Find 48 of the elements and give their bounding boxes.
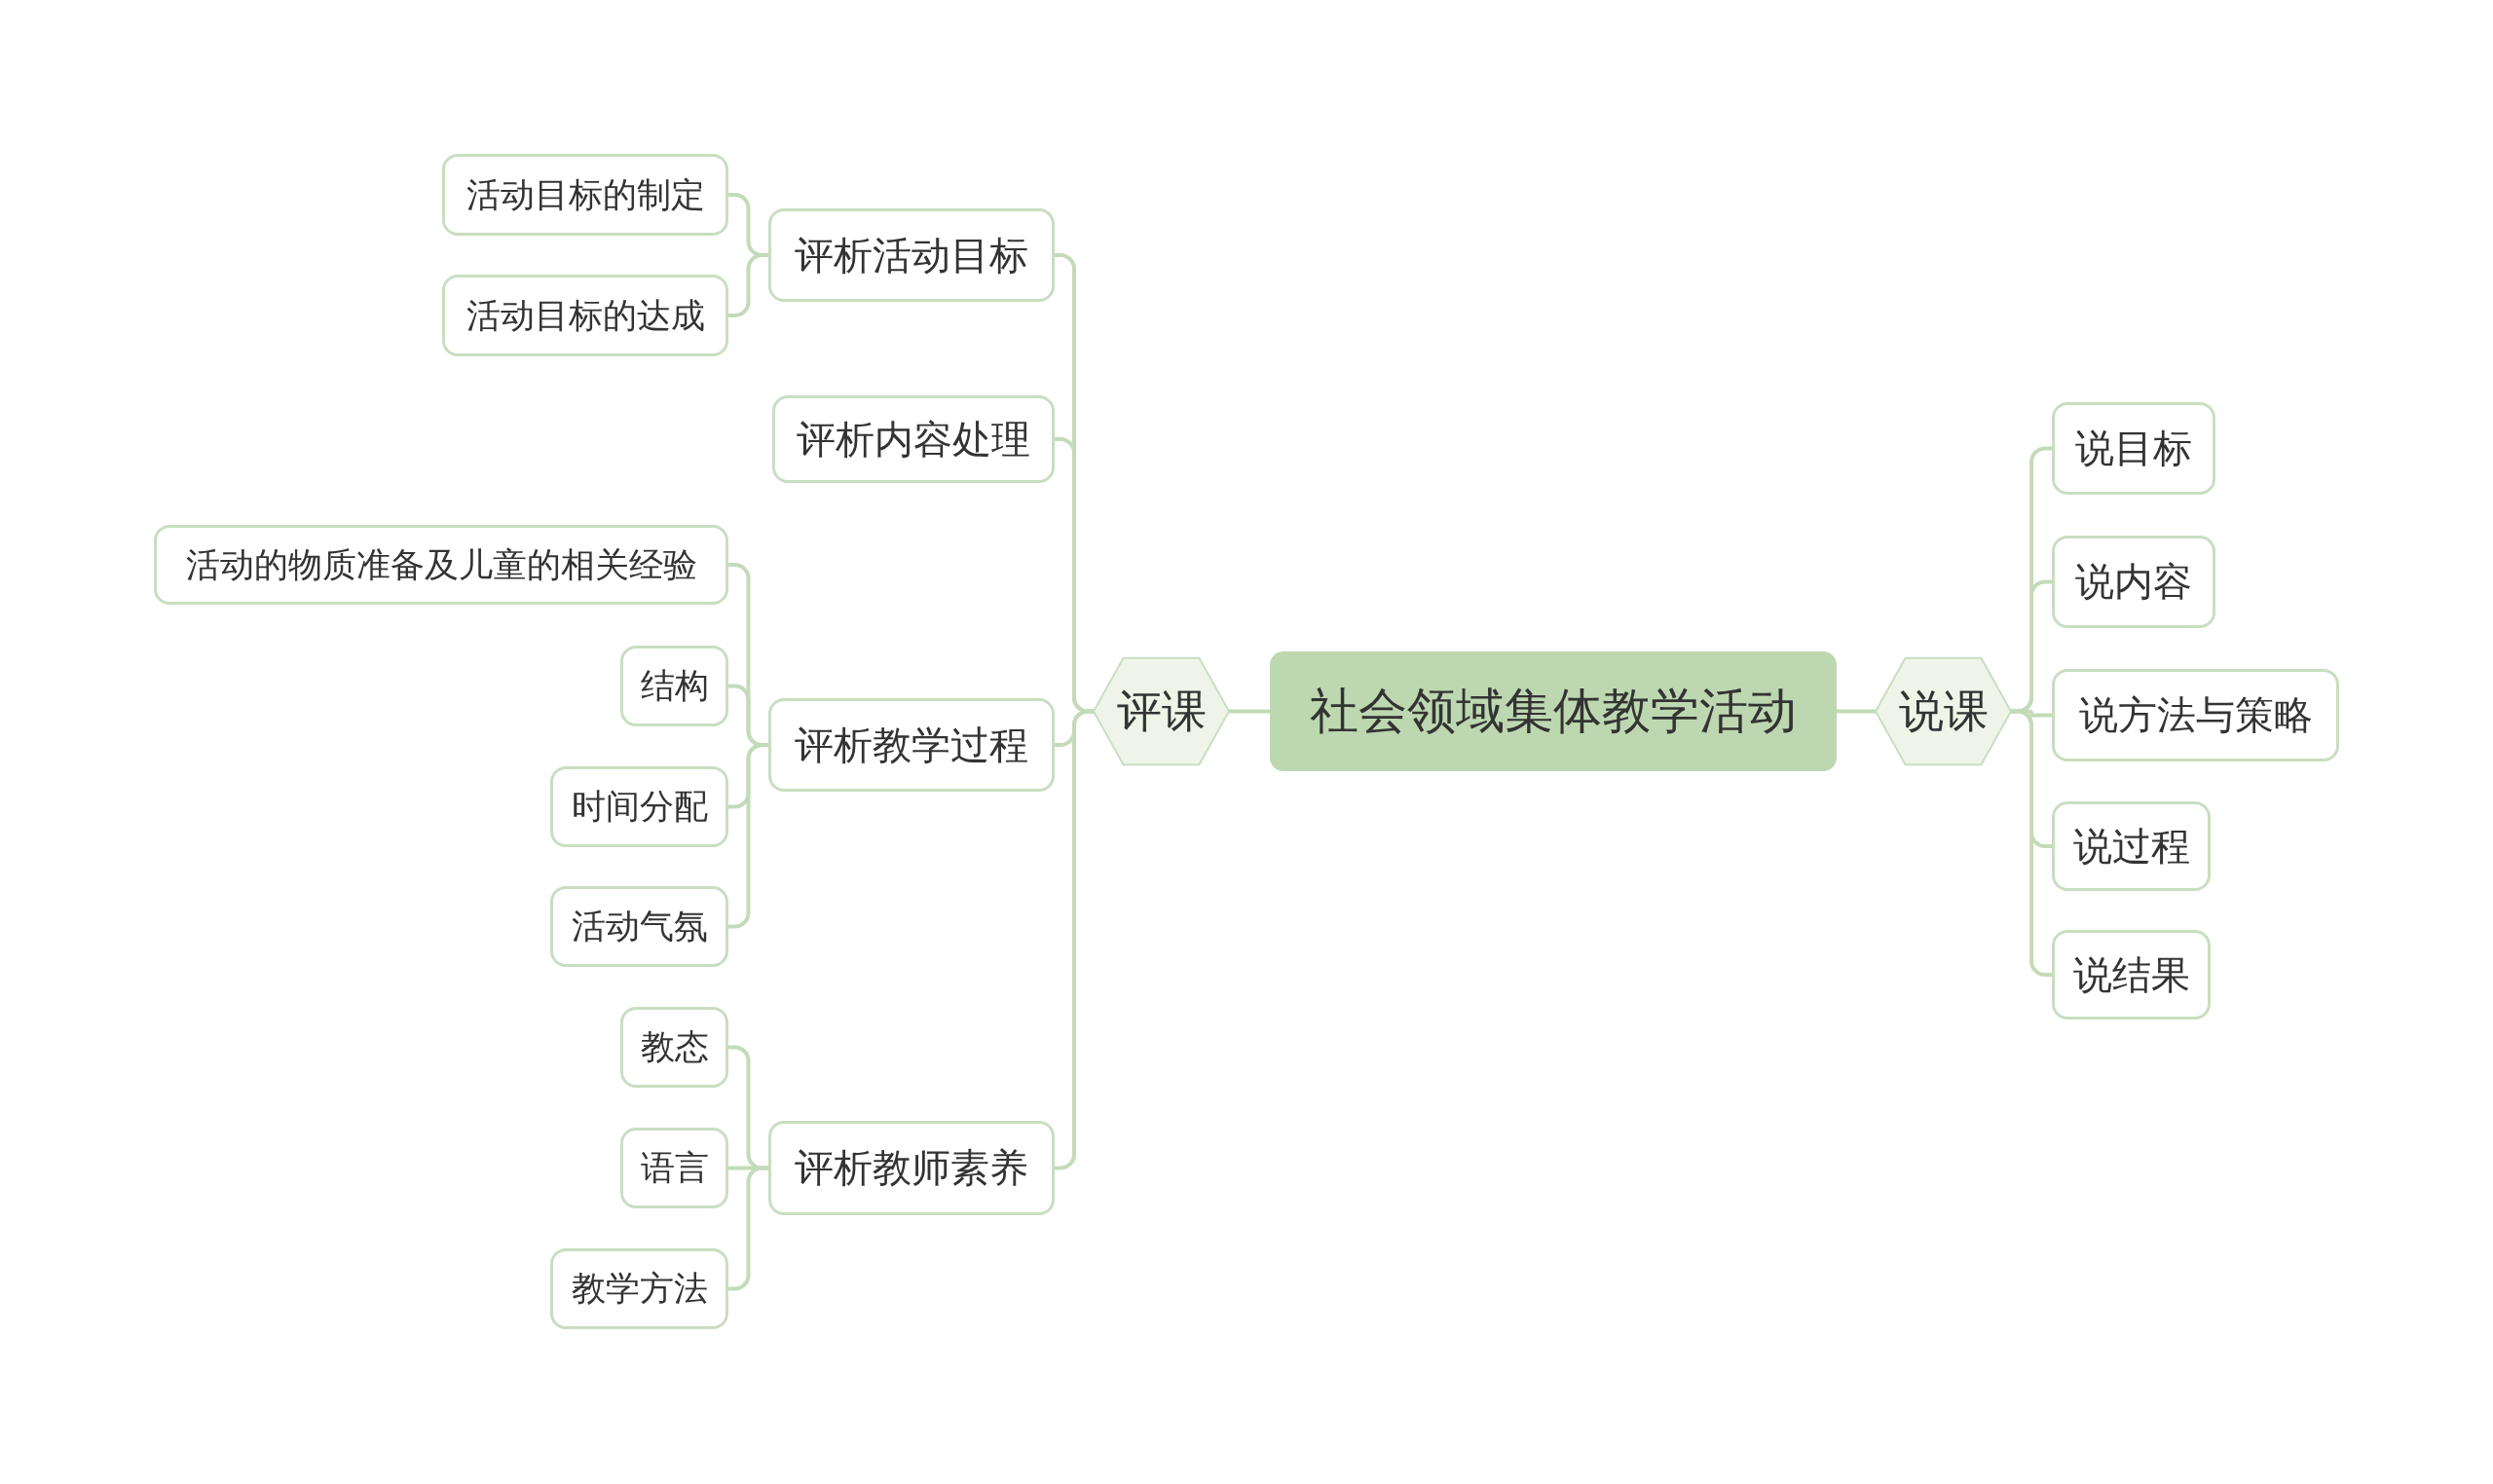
subtopic-box xyxy=(768,208,1055,302)
central-topic-box xyxy=(1270,651,1837,771)
topic-text: 语言 xyxy=(640,1147,709,1189)
topic-text: 评析内容处理 xyxy=(797,415,1030,464)
topic-text: 活动目标的制定 xyxy=(465,173,705,216)
subtopic-box xyxy=(768,698,1055,792)
topic-text: 活动气氛 xyxy=(571,906,708,947)
connector-line xyxy=(1837,709,1876,714)
topic-text: 说内容 xyxy=(2075,558,2192,606)
topic-text: 评析教师素养 xyxy=(795,1144,1028,1192)
topic-text: 活动的物质准备及儿童的相关经验 xyxy=(185,543,697,586)
subtopic-box xyxy=(772,395,1055,483)
topic-text: 教学方法 xyxy=(571,1268,708,1310)
topic-text: 教态 xyxy=(640,1026,709,1068)
topic-text: 活动目标的达成 xyxy=(465,294,705,337)
topic-text: 说过程 xyxy=(2072,822,2190,871)
subtopic-box xyxy=(2052,930,2211,1020)
subtopic-box xyxy=(154,525,728,605)
subtopic-box xyxy=(2052,536,2215,628)
topic-text: 说目标 xyxy=(2075,425,2192,472)
connector-line xyxy=(1055,709,1094,1170)
connector-line xyxy=(728,743,768,929)
subtopic-box xyxy=(2052,402,2215,495)
topic-text: 结构 xyxy=(640,665,709,707)
subtopic-box xyxy=(550,886,728,967)
topic-text: 说方法与策略 xyxy=(2078,691,2313,739)
subtopic-box xyxy=(620,1007,728,1088)
subtopic-box xyxy=(768,1121,1055,1215)
connector-line xyxy=(2011,709,2052,977)
topic-text: 评析活动目标 xyxy=(795,231,1028,279)
subtopic-box xyxy=(2052,801,2211,891)
topic-text: 评课 xyxy=(1116,683,1207,739)
subtopic-box xyxy=(620,646,728,726)
branch-hexagon xyxy=(1094,656,1229,766)
connector-line xyxy=(1229,709,1270,714)
topic-text: 时间分配 xyxy=(571,786,708,828)
subtopic-box xyxy=(2052,669,2339,761)
topic-text: 评析教学过程 xyxy=(795,721,1028,769)
branch-hexagon xyxy=(1876,656,2011,766)
subtopic-box xyxy=(550,766,728,847)
subtopic-box xyxy=(620,1128,728,1208)
subtopic-box xyxy=(442,275,728,356)
topic-text: 社会领域集体教学活动 xyxy=(1310,682,1797,741)
topic-text: 说结果 xyxy=(2072,950,2190,999)
topic-text: 说课 xyxy=(1898,683,1989,739)
connector-line xyxy=(728,1166,768,1291)
subtopic-box xyxy=(442,154,728,236)
subtopic-box xyxy=(550,1248,728,1329)
